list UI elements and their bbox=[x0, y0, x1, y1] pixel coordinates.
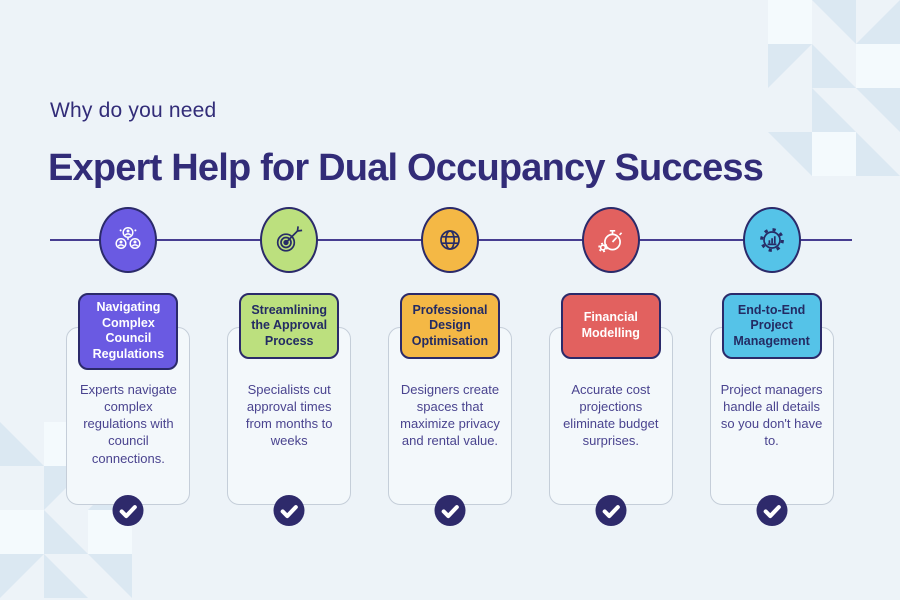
step-label: Professional Design Optimisation bbox=[399, 293, 500, 359]
target-icon bbox=[260, 207, 319, 273]
council-team-icon bbox=[99, 207, 158, 273]
kicker-text: Why do you need bbox=[50, 99, 217, 122]
page-title: Expert Help for Dual Occupancy Success bbox=[48, 147, 764, 189]
step-label: Streamlining the Approval Process bbox=[239, 293, 340, 359]
step-description: Experts navigate complex regulations wit… bbox=[79, 382, 177, 466]
step-column-financial-modelling: Financial Modelling Accurate cost projec… bbox=[530, 207, 691, 537]
step-description: Specialists cut approval times from mont… bbox=[245, 382, 333, 449]
step-description: Designers create spaces that maximize pr… bbox=[400, 382, 500, 449]
step-label: Navigating Complex Council Regulations bbox=[78, 293, 179, 370]
step-description: Accurate cost projections eliminate budg… bbox=[563, 382, 659, 449]
gear-chart-icon bbox=[742, 207, 801, 273]
step-description: Project managers handle all details so y… bbox=[720, 382, 823, 449]
check-icon bbox=[595, 495, 627, 526]
corner-pattern-top-right bbox=[768, 0, 900, 176]
step-column-approval-process: Streamlining the Approval Process Specia… bbox=[209, 207, 370, 537]
step-column-design-optimisation: Professional Design Optimisation Designe… bbox=[370, 207, 531, 537]
check-icon bbox=[112, 495, 144, 526]
stopwatch-gear-icon bbox=[581, 207, 640, 273]
step-label: End-to-End Project Management bbox=[721, 293, 822, 359]
check-icon bbox=[756, 495, 788, 526]
step-column-project-management: End-to-End Project Management Project ma… bbox=[691, 207, 852, 537]
steps-row: Navigating Complex Council Regulations E… bbox=[48, 207, 852, 537]
step-label: Financial Modelling bbox=[560, 293, 661, 359]
check-icon bbox=[273, 495, 305, 526]
globe-icon bbox=[420, 207, 479, 273]
step-column-council-regulations: Navigating Complex Council Regulations E… bbox=[48, 207, 209, 537]
check-icon bbox=[434, 495, 466, 526]
